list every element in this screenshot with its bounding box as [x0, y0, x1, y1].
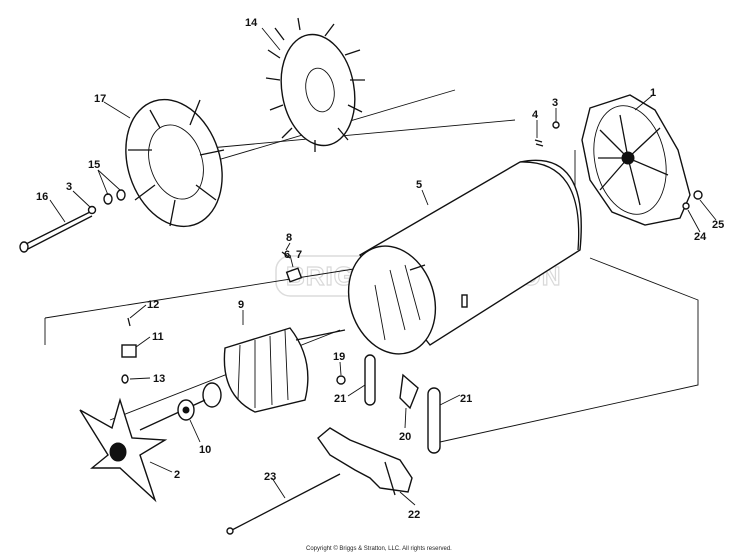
leader-lines	[49, 27, 717, 506]
part-21-strap-right	[427, 387, 441, 454]
part-14-fan	[265, 17, 365, 152]
part-4-screw	[534, 139, 544, 147]
part-3-lockwasher	[87, 205, 97, 215]
callout-16: 16	[36, 191, 48, 203]
callout-22: 22	[408, 509, 420, 521]
callout-23: 23	[264, 471, 276, 483]
part-24-washer	[682, 202, 690, 210]
part-13-spring	[121, 374, 129, 384]
callout-21-right: 21	[460, 393, 472, 405]
part-23-tie-rod	[226, 473, 341, 535]
part-5-stator-frame	[347, 159, 582, 355]
part-8-screw	[281, 251, 291, 259]
callout-10: 10	[199, 444, 211, 456]
callout-3-left: 3	[66, 181, 72, 193]
part-22-base-bracket	[317, 427, 413, 496]
part-3-washer	[552, 121, 560, 129]
callout-11: 11	[152, 331, 164, 343]
part-16-bolt	[19, 211, 93, 253]
callout-7: 7	[296, 249, 302, 261]
callout-12: 12	[147, 299, 159, 311]
part-11-brush-holder	[121, 344, 137, 358]
callout-21-left: 21	[334, 393, 346, 405]
callout-2: 2	[174, 469, 180, 481]
callout-13: 13	[153, 373, 165, 385]
callout-14: 14	[245, 17, 258, 29]
callout-4: 4	[532, 109, 539, 121]
callout-15: 15	[88, 159, 100, 171]
part-20-clip	[399, 373, 419, 410]
callout-20: 20	[399, 431, 411, 443]
part-2-spider	[79, 397, 168, 503]
callout-8: 8	[286, 232, 292, 244]
callout-24: 24	[694, 231, 707, 243]
part-19-washer	[336, 375, 346, 385]
part-9-armature	[139, 327, 346, 431]
callout-labels: 1 2 3 3 4 5 6 7 8 9 10 11 12 13 14 15 16…	[36, 17, 724, 521]
callout-19: 19	[333, 351, 345, 363]
part-17-end-shield	[125, 98, 225, 228]
callout-9: 9	[238, 299, 244, 311]
part-21-strap-left	[364, 354, 376, 406]
callout-17: 17	[94, 93, 106, 105]
callout-3-right: 3	[552, 97, 558, 109]
copyright-notice: Copyright © Briggs & Stratton, LLC. All …	[306, 545, 452, 552]
callout-1: 1	[650, 87, 656, 99]
part-6-7-bracket	[285, 267, 303, 283]
callout-25: 25	[712, 219, 724, 231]
callout-6: 6	[284, 249, 290, 261]
callout-5: 5	[416, 179, 422, 191]
part-25-nut	[693, 190, 703, 200]
part-12-screw	[127, 317, 131, 327]
part-10-bearing	[177, 399, 195, 421]
part-1-end-bell	[581, 94, 691, 226]
